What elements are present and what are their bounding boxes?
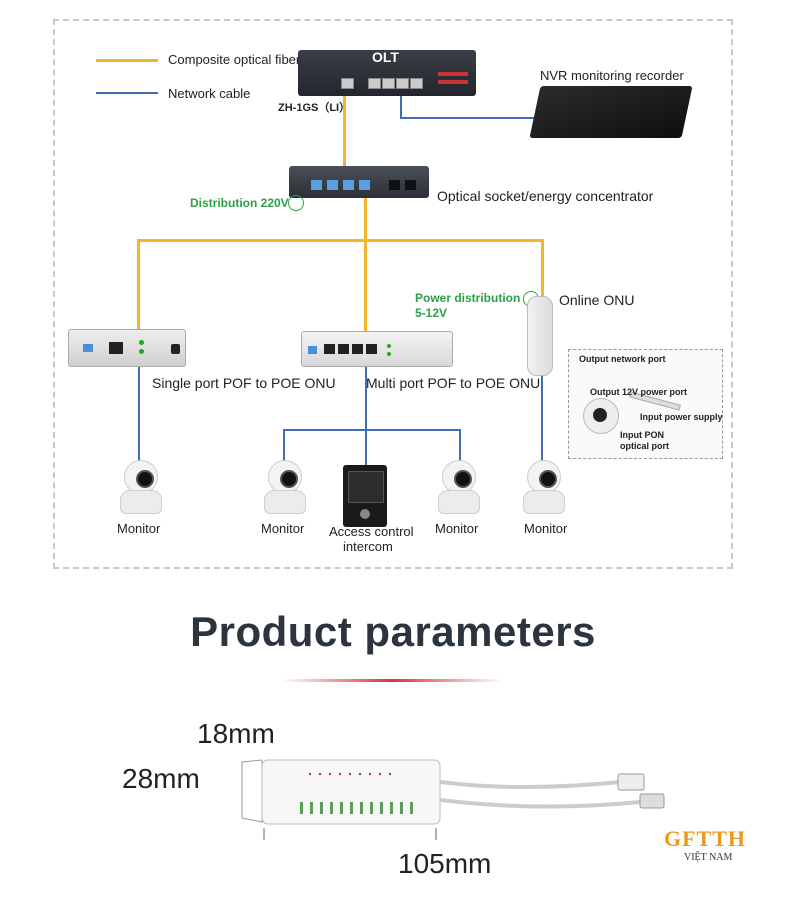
fiber-to-online-onu (541, 239, 544, 296)
net-multi-bar (283, 429, 461, 431)
access-label-2: intercom (343, 539, 393, 554)
brand-logo: GFTTH VIỆT NAM (664, 826, 746, 863)
brand-logo-sub: VIỆT NAM (684, 852, 733, 863)
net-multi-left (283, 429, 285, 463)
inset-input-power: Input power supply (640, 412, 723, 422)
inset-detail (568, 349, 723, 459)
olt-model: ZH-1GS（LI） (278, 102, 351, 114)
inset-output-network: Output network port (579, 354, 666, 364)
legend-fiber-label: Composite optical fiber (168, 52, 301, 67)
monitor-label-3: Monitor (435, 521, 479, 536)
net-olt-drop (400, 90, 402, 118)
online-onu-label: Online ONU (559, 292, 635, 308)
net-single-to-monitor (138, 367, 140, 463)
product-illustration (241, 759, 665, 840)
distribution-220-label: Distribution 220V (190, 196, 289, 210)
camera-4 (521, 460, 565, 516)
monitor-label-4: Monitor (524, 521, 568, 536)
multi-onu-device (301, 331, 453, 367)
net-multi-down (365, 367, 367, 465)
dim-width: 18mm (197, 718, 275, 749)
multi-onu-label: Multi port POF to POE ONU (366, 375, 541, 391)
net-multi-right (459, 429, 461, 463)
access-label-1: Access control (329, 524, 414, 539)
single-onu-label: Single port POF to POE ONU (152, 375, 336, 391)
net-online-to-monitor (541, 376, 543, 463)
fiber-olt-to-socket (343, 96, 346, 166)
brand-logo-mark: GFTTH (664, 826, 747, 851)
legend-fiber-line (96, 59, 158, 62)
fiber-to-multi-onu (364, 239, 367, 331)
online-onu-device (527, 296, 553, 376)
fiber-socket-down (364, 198, 367, 240)
power-distribution-voltage: 5-12V (415, 306, 448, 320)
camera-1 (118, 460, 162, 516)
camera-3 (436, 460, 480, 516)
inset-input-pon-2: optical port (620, 441, 669, 451)
inset-output-power: Output 12V power port (590, 387, 688, 397)
legend-network-label: Network cable (168, 86, 251, 101)
plug-icon (288, 195, 304, 211)
dim-length: 105mm (398, 848, 492, 879)
fiber-trunk (137, 239, 544, 242)
inset-input-pon: Input PON (620, 430, 664, 440)
diagram-frame (53, 19, 733, 569)
optical-socket-device (289, 166, 429, 198)
fiber-to-single-onu (137, 239, 140, 329)
intercom-device (343, 465, 387, 527)
monitor-label-1: Monitor (117, 521, 161, 536)
net-olt-to-nvr (400, 117, 540, 119)
olt-device (298, 50, 476, 96)
camera-2 (262, 460, 306, 516)
power-distribution-label: Power distribution (415, 291, 521, 305)
dim-height: 28mm (122, 763, 200, 794)
single-onu-device (68, 329, 186, 367)
legend-network-line (96, 92, 158, 94)
olt-title: OLT (372, 49, 399, 65)
product-heading: Product parameters (190, 608, 596, 655)
socket-label: Optical socket/energy concentrator (437, 188, 654, 204)
heading-underline (282, 679, 502, 682)
nvr-label: NVR monitoring recorder (540, 68, 684, 83)
nvr-device (529, 86, 693, 138)
monitor-label-2: Monitor (261, 521, 305, 536)
